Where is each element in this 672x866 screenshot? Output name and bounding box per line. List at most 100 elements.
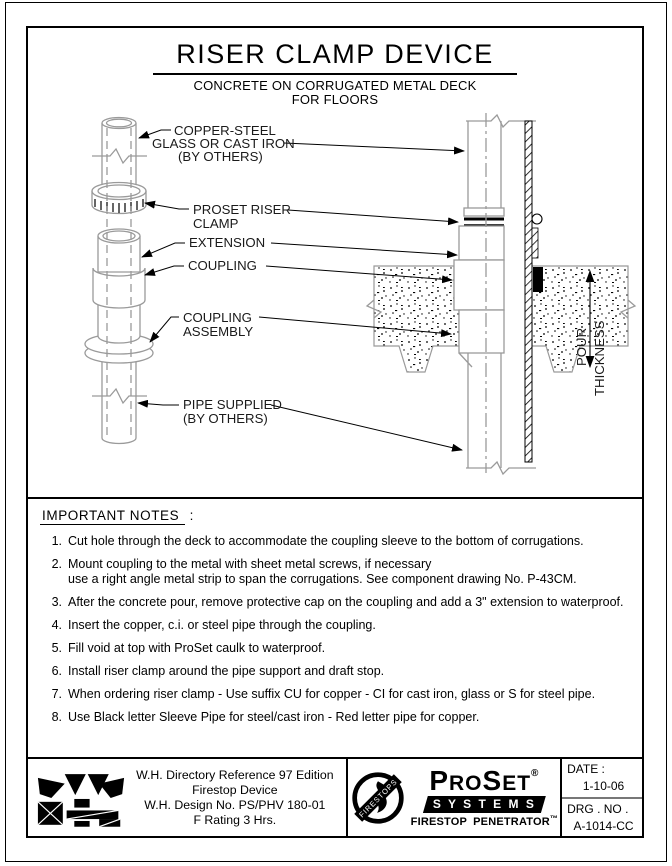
date-cell: DATE : 1-10-06 (562, 759, 642, 799)
registered-mark: ® (531, 768, 540, 779)
no-fire-badge: FIRESTOPS (351, 771, 404, 824)
note-text: After the concrete pour, remove protecti… (68, 595, 624, 609)
label-pipe-top-3: (BY OTHERS) (178, 149, 263, 164)
wh-listing-text: W.H. Directory Reference 97 Edition Fire… (126, 768, 346, 828)
pour-thickness-label-2: THICKNESS (592, 320, 607, 396)
coupling-collar (92, 267, 146, 309)
break-mark-right-slab (619, 299, 637, 319)
section-extension (458, 225, 505, 261)
clamp-screw (531, 213, 543, 225)
note-item: 4.Insert the copper, c.i. or steel pipe … (40, 618, 632, 633)
note-number: 4. (51, 618, 62, 632)
drg-value: A-1014-CC (573, 818, 634, 833)
section-pipe-bottom (458, 352, 502, 468)
diagram-labels: COPPER-STEEL GLASS OR CAST IRON (BY OTHE… (152, 123, 295, 426)
page-title: RISER CLAMP DEVICE (176, 39, 494, 69)
brand-letter: P (429, 765, 450, 796)
note-text: Use Black letter Sleeve Pipe for steel/c… (68, 710, 480, 724)
note-number: 3. (51, 595, 62, 609)
brand-letter: S (482, 765, 503, 796)
label-pipe-top-1: COPPER-STEEL (174, 123, 276, 138)
concrete-right (531, 265, 629, 373)
wh-line-3: W.H. Design No. PS/PHV 180-01 (144, 797, 326, 812)
note-item: 7. When ordering riser clamp - Use suffix… (40, 687, 632, 702)
extension-tube (97, 236, 141, 273)
label-pipe-bottom-1: PIPE SUPPLIED (183, 397, 282, 412)
title-underline (153, 73, 517, 75)
note-text: Fill void at top with ProSet caulk to wa… (68, 641, 326, 655)
note-item: 6. Install riser clamp around the pipe su… (40, 664, 632, 679)
pictorial-view (84, 116, 154, 445)
label-assembly-2: ASSEMBLY (183, 324, 253, 339)
leader-assembly-right (258, 316, 452, 338)
section-riser-clamp (463, 207, 505, 217)
leader-extension-left (141, 242, 185, 258)
drg-label: DRG . NO . (567, 801, 629, 816)
wh-line-2: Firestop Device (192, 782, 278, 797)
note-number: 7. (51, 687, 62, 701)
wh-listing-cell: W.H. Directory Reference 97 Edition Fire… (28, 759, 346, 836)
note-item: 8. Use Black letter Sleeve Pipe for steel… (40, 710, 632, 725)
note-item: 3. After the concrete pour, remove protec… (40, 595, 632, 610)
note-text: When ordering riser clamp - Use suffix C… (68, 687, 596, 701)
note-number: 5. (51, 641, 62, 655)
notes-divider (28, 497, 642, 499)
note-item: 2. Mount coupling to the metal with sheet… (40, 557, 632, 587)
note-item: 1.Cut hole through the deck to accommoda… (40, 534, 632, 549)
notes-heading: IMPORTANT NOTES : (40, 508, 632, 525)
section-top-edge (466, 113, 536, 129)
proset-wordmark: PROSET® S Y S T E M S FIRESTOP PENETRATO… (411, 767, 558, 828)
riser-clamp-diagram: .g{stroke:#9a9a9a;fill:none;stroke-width… (84, 113, 637, 476)
pipe-top-bore (105, 118, 133, 128)
meta-cell: DATE : 1-10-06 DRG . NO . A-1014-CC (562, 759, 642, 836)
brand-tagline: FIRESTOP PENETRATOR™ (411, 815, 558, 828)
leader-coupling-right (265, 265, 453, 284)
leader-extension-right (270, 242, 458, 259)
sleeve-wall (524, 120, 533, 463)
notes-heading-colon: : (189, 508, 194, 523)
label-clamp-2: CLAMP (193, 216, 239, 231)
important-notes: IMPORTANT NOTES : 1.Cut hole through the… (28, 499, 642, 759)
label-pipe-top-2: GLASS OR CAST IRON (152, 136, 295, 151)
subtitle-line-1: CONCRETE ON CORRUGATED METAL DECK (193, 78, 477, 93)
brand-letters: ET (502, 772, 532, 795)
drawing-frame: RISER CLAMP DEVICE CONCRETE ON CORRUGATE… (26, 26, 644, 838)
notes-heading-text: IMPORTANT NOTES (40, 508, 186, 525)
section-coupling-upper (453, 259, 505, 311)
label-coupling: COUPLING (188, 258, 257, 273)
trademark-mark: ™ (549, 814, 559, 823)
concrete-left (373, 265, 460, 373)
leader-assembly-left (149, 316, 179, 343)
title-block: W.H. Directory Reference 97 Edition Fire… (28, 757, 642, 836)
break-mark-left-slab (365, 299, 383, 319)
extension-bore (102, 230, 136, 242)
leader-lines (137, 129, 465, 452)
section-pipe-top (467, 121, 502, 208)
leader-pipe-top-right (283, 142, 465, 155)
label-extension: EXTENSION (189, 235, 265, 250)
subtitle-line-2: FOR FLOORS (291, 92, 379, 108)
leader-clamp-left (144, 200, 189, 210)
note-number: 1. (51, 534, 62, 548)
note-number: 6. (51, 664, 62, 678)
caulk-fill (533, 267, 543, 292)
note-text: Install riser clamp around the pipe supp… (68, 664, 385, 678)
section-view: POUR THICKNESS (365, 113, 637, 476)
wh-logo (37, 773, 125, 827)
pipe-bottom (101, 350, 137, 445)
date-value: 1-10-06 (582, 779, 625, 793)
date-label: DATE : (567, 762, 605, 776)
wh-line-1: W.H. Directory Reference 97 Edition (136, 767, 334, 782)
leader-pipe-bottom-left (137, 399, 179, 408)
leader-pipe-bottom-right (270, 404, 463, 452)
note-number: 8. (51, 710, 62, 724)
proset-logo-cell: FIRESTOPS PROSET® S Y S T E M S FIRESTOP… (345, 759, 563, 836)
note-text: Mount coupling to the metal with sheet m… (68, 557, 577, 586)
tagline-text: FIRESTOP PENETRATOR (410, 816, 550, 828)
brand-letters: RO (449, 772, 483, 795)
section-coupling-lower (458, 309, 505, 354)
riser-clamp-ring-inner (97, 184, 141, 198)
leader-pipe-top-left (138, 129, 171, 139)
note-number: 2. (51, 557, 62, 571)
